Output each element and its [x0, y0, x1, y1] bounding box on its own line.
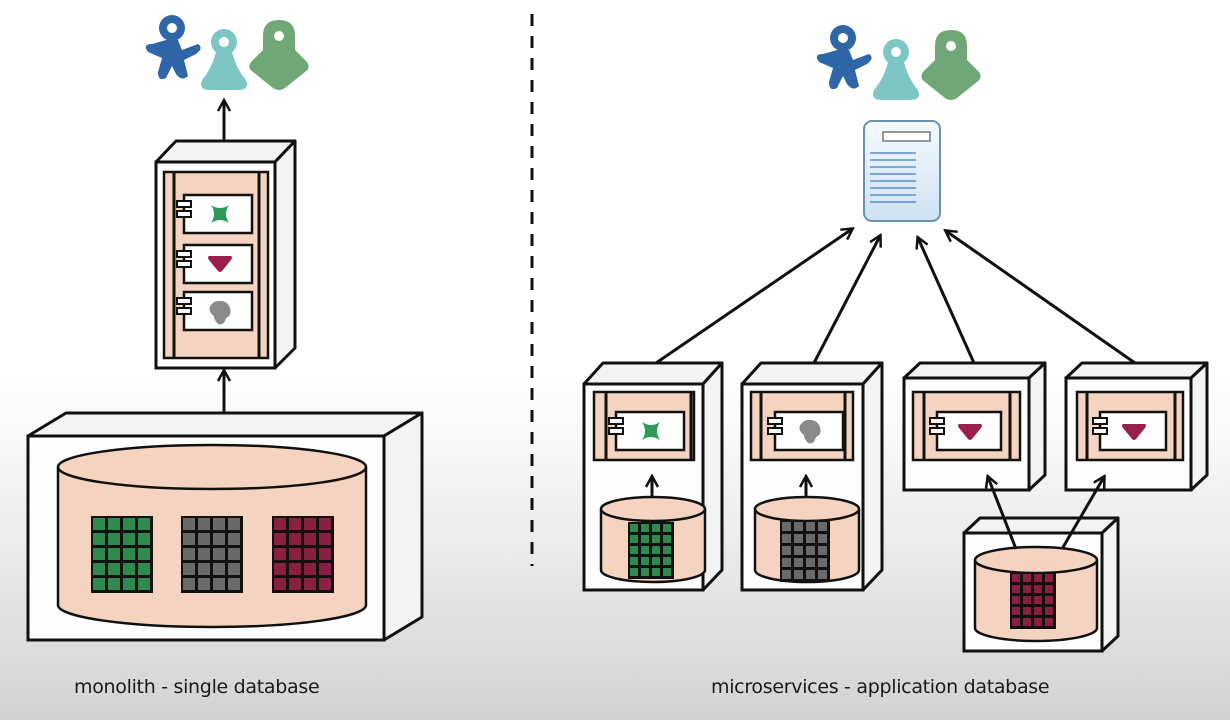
api-gateway-document — [863, 120, 941, 222]
component-green-cross — [176, 193, 254, 235]
gray-table-icon — [181, 516, 243, 593]
user-icon-teal — [873, 39, 919, 100]
red-table-icon — [1010, 572, 1056, 629]
arrow-service2-to-gateway — [812, 236, 880, 364]
microservice-3 — [902, 361, 1047, 492]
monolith-app-server — [154, 139, 297, 370]
user-icon-green — [249, 20, 309, 90]
arrow-service1-to-gateway — [655, 229, 852, 365]
red-table-icon — [272, 516, 334, 593]
user-icon-green — [921, 30, 981, 100]
monolith-database-server — [26, 411, 424, 642]
component-red-triangle — [176, 243, 254, 285]
arrow-service4-to-gateway — [946, 231, 1136, 365]
arrow-shared-db-to-service3 — [988, 477, 1018, 550]
user-icon-teal — [201, 29, 247, 90]
arrow-service3-to-gateway — [918, 238, 976, 364]
microservices-users — [816, 25, 981, 100]
user-icon-blue — [145, 15, 201, 80]
green-table-icon — [91, 516, 153, 593]
microservice-4 — [1064, 361, 1209, 492]
user-icon-blue — [816, 25, 872, 90]
component-gray-blob — [176, 290, 254, 332]
monolith-users — [145, 15, 309, 90]
arrow-shared-db-to-service4 — [1060, 477, 1104, 550]
gray-table-icon — [780, 520, 830, 582]
microservices-caption: microservices - application database — [711, 676, 1050, 698]
green-table-icon — [628, 522, 674, 579]
monolith-caption: monolith - single database — [74, 676, 320, 698]
